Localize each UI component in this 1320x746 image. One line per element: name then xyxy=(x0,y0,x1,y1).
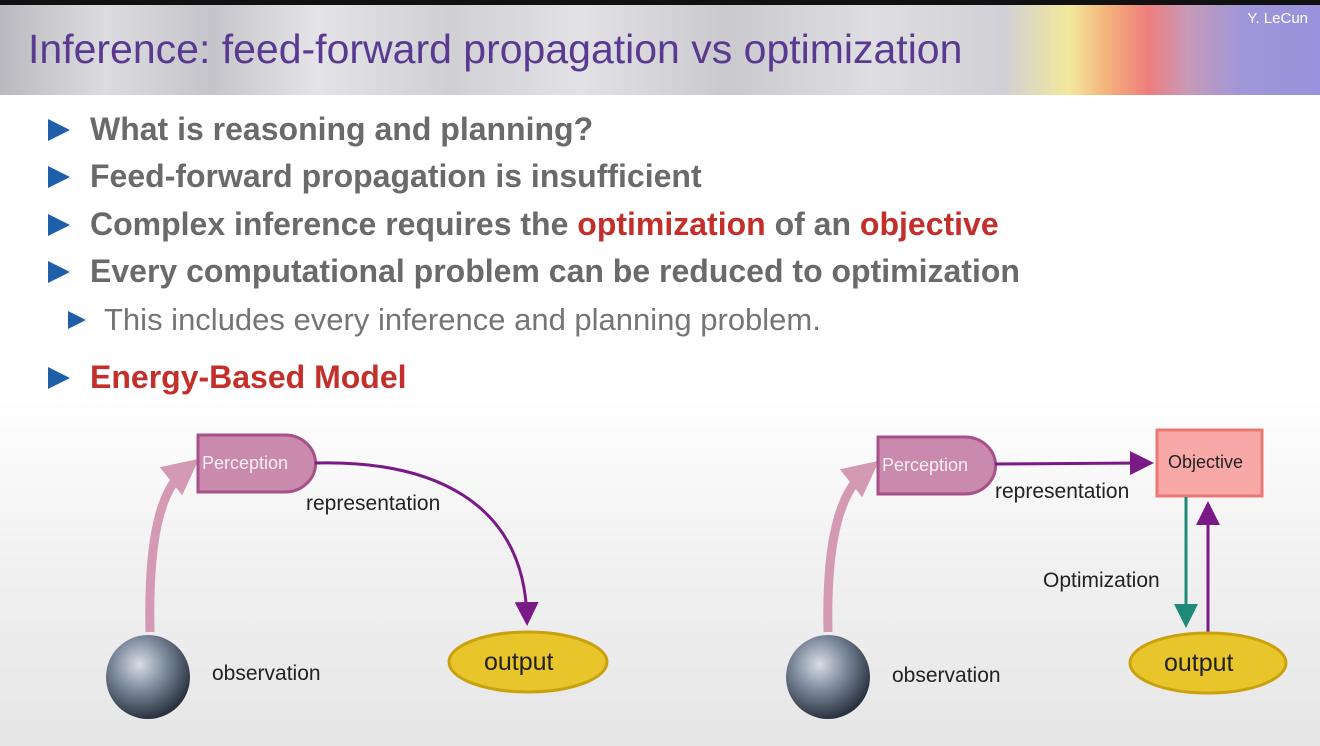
representation-label: representation xyxy=(995,480,1130,503)
observation-label: observation xyxy=(892,664,1001,687)
bullet-text: Feed-forward propagation is insufficient xyxy=(90,158,702,194)
earth-icon xyxy=(786,635,870,719)
highlight-optimization: optimization xyxy=(577,206,766,242)
optimization-label: Optimization xyxy=(1043,569,1160,592)
top-strip xyxy=(0,0,1320,5)
output-label: output xyxy=(1164,649,1234,677)
triangle-bullet-icon xyxy=(48,260,70,283)
bullet-text: Every computational problem can be reduc… xyxy=(90,253,1020,289)
output-label: output xyxy=(484,648,554,676)
bullet-text: This includes every inference and planni… xyxy=(104,302,821,337)
triangle-bullet-icon xyxy=(48,213,70,236)
bullet-item: Complex inference requires the optimizat… xyxy=(48,206,999,243)
output-node xyxy=(1128,631,1288,695)
bullet-item: Every computational problem can be reduc… xyxy=(48,253,1020,290)
objective-node xyxy=(1155,428,1264,498)
triangle-bullet-icon xyxy=(68,311,86,329)
triangle-bullet-icon xyxy=(48,366,70,389)
perception-node xyxy=(196,433,317,494)
bullet-item: Energy-Based Model xyxy=(48,359,407,396)
bullet-text-part: of an xyxy=(765,206,860,242)
slide-title: Inference: feed-forward propagation vs o… xyxy=(28,26,963,72)
slide-header xyxy=(0,5,1320,95)
objective-label: Objective xyxy=(1168,452,1244,472)
representation-label: representation xyxy=(306,492,441,515)
highlight-objective: objective xyxy=(859,206,999,242)
triangle-bullet-icon xyxy=(48,165,70,188)
bullet-text: What is reasoning and planning? xyxy=(90,111,594,147)
observation-arrow xyxy=(145,458,200,633)
perception-label: Perception xyxy=(202,453,289,473)
sub-bullet-item: This includes every inference and planni… xyxy=(68,302,821,338)
triangle-bullet-icon xyxy=(48,118,70,141)
bullet-text-part: Complex inference requires the xyxy=(90,206,578,242)
bullet-item: Feed-forward propagation is insufficient xyxy=(48,158,702,195)
bullet-text: Complex inference requires the optimizat… xyxy=(90,206,999,243)
observation-arrow xyxy=(823,460,880,633)
bullet-item: What is reasoning and planning? xyxy=(48,111,593,148)
representation-arrow xyxy=(314,461,539,626)
observation-label: observation xyxy=(212,662,321,685)
output-node xyxy=(447,630,609,694)
bullet-text: Energy-Based Model xyxy=(90,359,407,395)
earth-icon xyxy=(106,635,190,719)
author-label: Y. LeCun xyxy=(1247,10,1308,27)
perception-node xyxy=(876,435,997,496)
representation-arrow xyxy=(994,451,1154,476)
perception-label: Perception xyxy=(882,455,969,475)
